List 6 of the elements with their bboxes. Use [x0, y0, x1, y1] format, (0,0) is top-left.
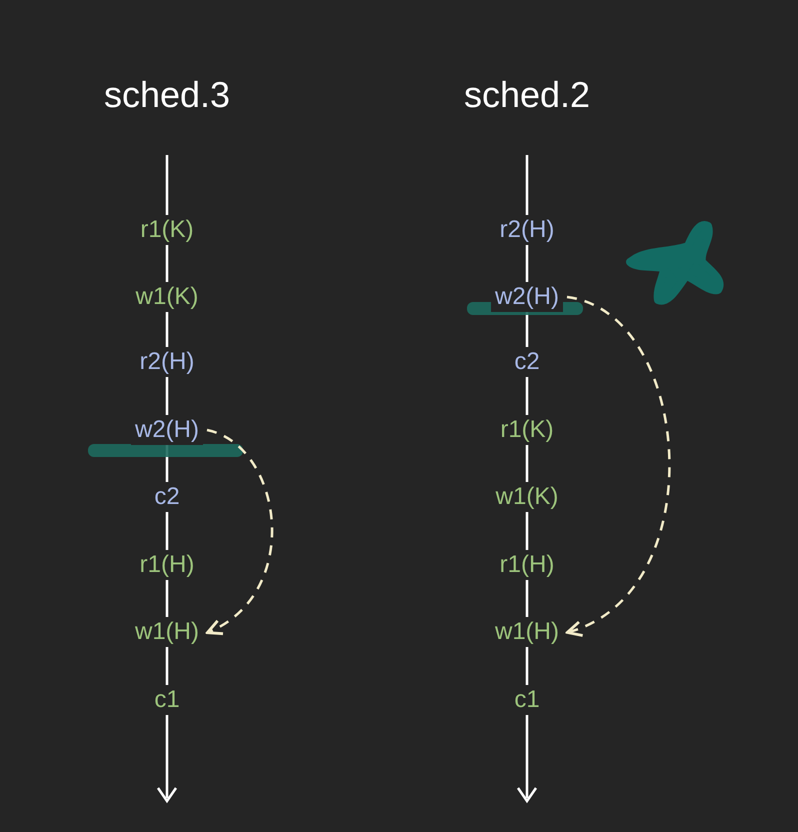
operation-label: w2(H): [131, 415, 203, 445]
schedule-title: sched.2: [462, 73, 592, 117]
dashed-arrow: [566, 296, 670, 635]
dashed-arrow: [206, 428, 273, 634]
operation-label: w2(H): [491, 282, 563, 312]
schedule-title: sched.3: [102, 73, 232, 117]
